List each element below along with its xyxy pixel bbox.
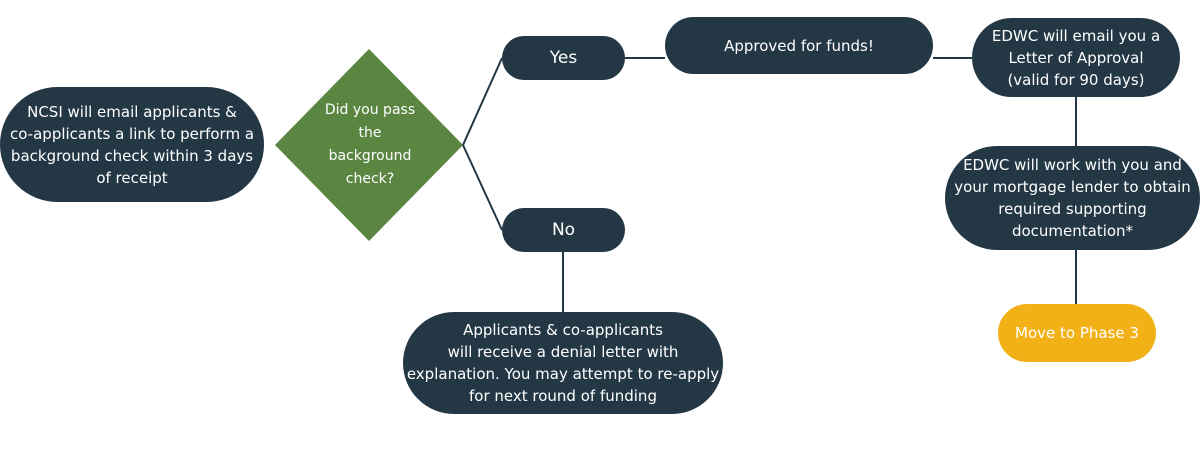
lender-node: EDWC will work with you and your mortgag… xyxy=(945,146,1200,250)
letter-node: EDWC will email you a Letter of Approval… xyxy=(972,18,1180,97)
yes-node: Yes xyxy=(502,36,625,80)
connector-decision-yes xyxy=(462,57,503,146)
start-node: NCSI will email applicants & co-applican… xyxy=(0,87,264,202)
connector-decision-no xyxy=(462,144,503,231)
phase3-node: Move to Phase 3 xyxy=(998,304,1156,362)
decision-diamond xyxy=(275,49,463,241)
approved-node: Approved for funds! xyxy=(665,17,933,74)
decision-label: Did you pass the background check? xyxy=(324,102,416,187)
no-node: No xyxy=(502,208,625,252)
denial-node: Applicants & co-applicants will receive … xyxy=(403,312,723,414)
